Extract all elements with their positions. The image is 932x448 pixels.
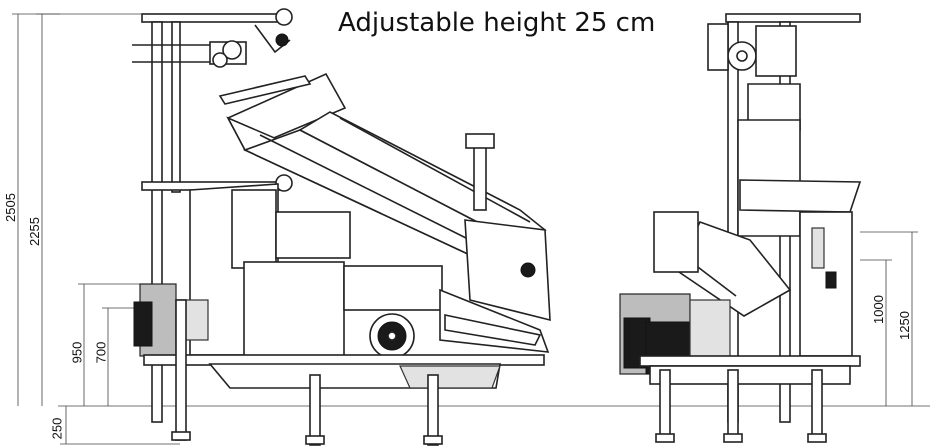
dim-label-2255: 2255	[26, 217, 42, 246]
left-dimension-lines	[12, 13, 180, 445]
right-dimension-lines	[860, 231, 918, 406]
dim-label-700: 700	[93, 341, 109, 364]
dim-label-250: 250	[49, 417, 65, 440]
front-view-machine	[619, 13, 862, 443]
side-view-machine	[132, 8, 551, 446]
dim-label-950: 950	[69, 341, 85, 364]
dim-label-1000: 1000	[870, 295, 886, 324]
diagram-title: Adjustable height 25 cm	[338, 8, 656, 38]
dim-label-1250: 1250	[896, 311, 912, 340]
dim-label-2505: 2505	[2, 193, 18, 222]
